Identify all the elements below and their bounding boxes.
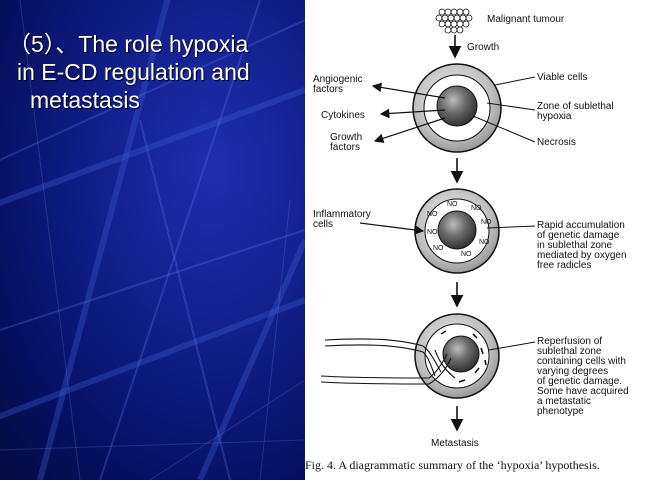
tumour-stage3 [414,313,500,399]
blood-vessels [320,338,456,385]
slide-title-line: in E-CD regulation and [17,59,250,85]
label-viable-cells: Viable cells [537,72,587,83]
slide-decoration [0,0,305,480]
pointer-necrosis [472,115,536,143]
label-reperfusion-7: a metastatic [537,396,591,407]
label-inflammatory: Inflammatory [313,209,371,220]
no-label: NO [433,245,444,252]
slide-background [0,0,305,480]
no-label: NO [481,219,492,226]
diagram-canvas: Malignant tumour Growth Angiogenic facto… [313,8,629,449]
slide-title: （5）、The role hypoxia in E-CD regulation … [8,30,303,114]
label-rapid-4: mediated by oxygen [537,250,627,261]
pointer-viable-cells [494,76,536,86]
pointer-rapid [486,225,536,229]
label-reperfusion-6: Some have acquired [537,386,629,397]
label-reperfusion-4: varying degrees [537,366,608,377]
arrow-inflammatory [359,222,425,235]
tumour-stage1 [412,63,502,153]
tumour-stage2 [414,188,500,274]
slide-title-line: （5）、The role hypoxia [8,31,249,57]
label-reperfusion-2: sublethal zone [537,346,602,357]
label-cytokines: Cytokines [321,110,365,121]
no-label: NO [427,229,438,236]
label-growth-factors-2: factors [330,142,360,153]
label-reperfusion-1: Reperfusion of [537,336,602,347]
hypoxia-diagram: Malignant tumour Growth Angiogenic facto… [305,0,660,480]
label-rapid-2: of genetic damage [537,230,620,241]
no-label: NO [479,239,490,246]
label-inflammatory-cells: cells [313,219,333,230]
arrow-growth-factors [373,117,446,143]
arrow-angiogenic [371,82,446,99]
label-reperfusion-5: of genetic damage. [537,376,622,387]
label-angiogenic: Angiogenic [313,74,362,85]
label-rapid-5: free radicles [537,260,591,271]
label-metastasis: Metastasis [431,438,479,449]
pointer-reperfusion [488,341,536,351]
no-label: NO [427,211,438,218]
label-angiogenic-factors: factors [313,84,343,95]
label-rapid-1: Rapid accumulation [537,220,625,231]
label-growth: Growth [467,42,499,53]
no-label: NO [471,205,482,212]
label-hypoxia: hypoxia [537,111,572,122]
label-growth-factors-1: Growth [330,132,362,143]
label-malignant-tumour: Malignant tumour [487,14,565,25]
no-radicals: NO NO NO NO NO NO NO NO [427,201,492,258]
label-rapid-3: in sublethal zone [537,240,612,251]
no-label: NO [461,251,472,258]
label-zone-sublethal: Zone of sublethal [537,101,614,112]
label-necrosis: Necrosis [537,137,576,148]
arrow-cytokines [379,108,446,119]
pointer-sublethal-zone [486,102,536,111]
label-reperfusion-8: phenotype [537,406,584,417]
figure-caption: Fig. 4. A diagrammatic summary of the ‘h… [305,458,600,472]
label-reperfusion-3: containing cells with [537,356,626,367]
tumour-cluster-icon [435,8,473,34]
no-label: NO [447,201,458,208]
slide-title-line: metastasis [30,87,140,113]
